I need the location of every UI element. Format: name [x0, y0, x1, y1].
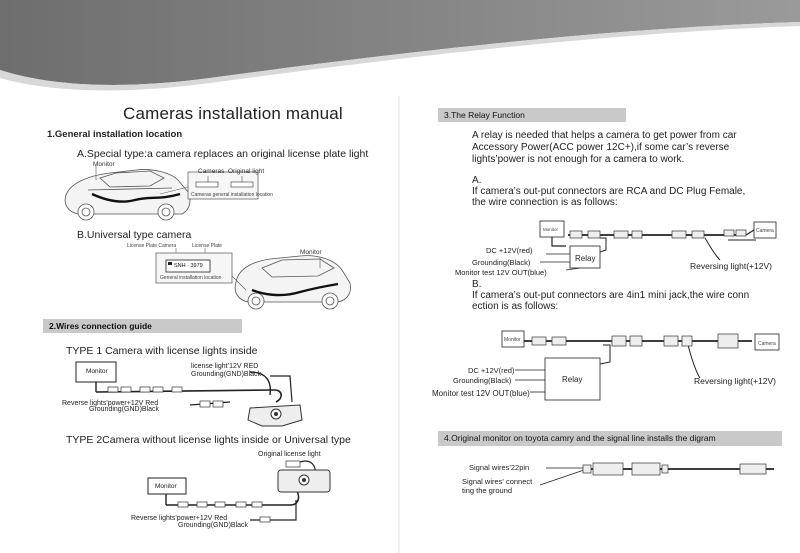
relay-b-line1: If camera’s out-put connectors are 4in1 …	[472, 290, 750, 301]
type1-power-label: Reverse lights'power+12V Red	[62, 400, 159, 407]
section2-heading: 2.Wires connection guide	[49, 321, 152, 331]
general-location-caption: General installation location	[160, 275, 222, 281]
signal-wires-22pin-label: Signal wires'22pin	[469, 463, 530, 472]
monitor-label-a: Monitor	[93, 161, 115, 168]
relay-b-test-label: Monitor test 12V OUT(blue)	[432, 389, 530, 398]
plate-camera-label: License Plate Camera	[127, 243, 177, 249]
original-light-label: Original light	[228, 168, 265, 175]
cameras-location-caption: Cameras general installation location	[191, 192, 273, 198]
relay-b-label: B.	[472, 279, 482, 290]
type2-original-light-label: Original license light	[258, 451, 321, 458]
relay-intro-line1: A relay is needed that helps a camera to…	[472, 130, 737, 141]
type1-ground2-label: Grounding(GND)Black	[89, 406, 160, 413]
plate-text: SNH · 3979	[174, 263, 203, 269]
section4-bar: 4.Original monitor on toyota camry and t…	[438, 431, 782, 446]
section4-heading: 4.Original monitor on toyota camry and t…	[444, 433, 716, 443]
type2-text: TYPE 2Camera without license lights insi…	[66, 434, 351, 446]
relay-a-camera-label: Camera	[756, 228, 774, 234]
type2-ground-label: Grounding(GND)Black	[178, 522, 249, 529]
special-type-text: A.Special type:a camera replaces an orig…	[77, 148, 369, 160]
universal-type-text: B.Universal type camera	[77, 229, 192, 241]
relay-intro-line2: Accessory Power(ACC power 12C+),if some …	[472, 142, 730, 153]
page-title: Cameras installation manual	[123, 104, 343, 123]
license-plate-label: License Plate	[192, 243, 223, 249]
relay-b-dc-label: DC +12V(red)	[468, 366, 515, 375]
relay-a-reversing-label: Reversing light(+12V)	[690, 261, 772, 271]
relay-b-relay-label: Relay	[562, 375, 583, 384]
relay-a-dc-label: DC +12V(red)	[486, 246, 533, 255]
section1-heading: 1.General installation location	[47, 129, 183, 140]
type1-ground-label: Grounding(GND)Black	[191, 371, 262, 378]
relay-b-camera-label: Camera	[758, 341, 776, 347]
type1-text: TYPE 1 Camera with license lights inside	[66, 345, 258, 357]
relay-b-ground-label: Grounding(Black)	[453, 376, 512, 385]
signal-wires-ground-line2: ting the ground	[462, 486, 513, 495]
relay-a-ground-label: Grounding(Black)	[472, 258, 531, 267]
section2-bar: 2.Wires connection guide	[43, 319, 242, 333]
signal-wires-ground-line1: Signal wires' connect	[462, 477, 533, 486]
relay-b-reversing-label: Reversing light(+12V)	[694, 376, 776, 386]
relay-b-monitor-label: Monitor	[504, 337, 521, 343]
relay-intro-line3: lights’power is not enough for a camera …	[472, 154, 685, 165]
relay-a-test-label: Monitor test 12V OUT(blue)	[455, 268, 547, 277]
relay-a-line1: If camera’s out-put connectors are RCA a…	[472, 186, 746, 197]
section3-heading: 3.The Relay Function	[444, 110, 525, 120]
type2-power-label: Reverse lights'power+12V Red	[131, 515, 228, 522]
monitor-label-b: Monitor	[300, 249, 322, 256]
relay-a-relay-label: Relay	[575, 254, 596, 263]
relay-a-label: A.	[472, 175, 482, 186]
section3-bar: 3.The Relay Function	[438, 108, 626, 122]
relay-a-line2: the wire connection is as follows:	[472, 197, 618, 208]
relay-b-line2: ection is as follows:	[472, 301, 559, 312]
type1-light-label: license light’12V RED	[191, 363, 259, 370]
relay-a-monitor-label: Monitor	[543, 227, 559, 232]
type2-monitor-label: Monitor	[155, 483, 177, 490]
type1-monitor-label: Monitor	[86, 368, 108, 375]
cameras-label: Cameras	[198, 168, 225, 175]
